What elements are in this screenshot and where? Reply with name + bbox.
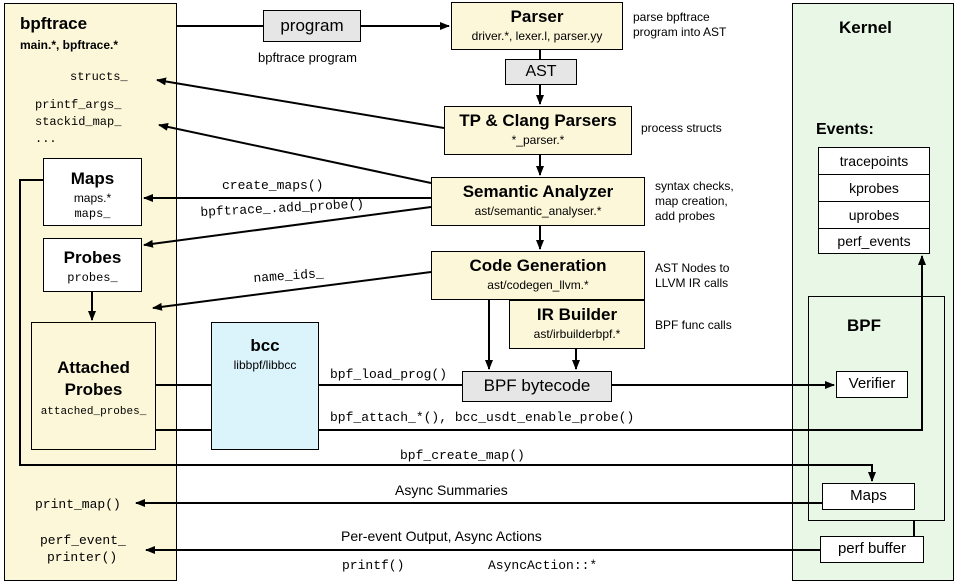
attached-title-line2: Probes	[64, 380, 123, 399]
bpftrace-panel	[4, 3, 177, 581]
semantic-box: Semantic Analyzer ast/semantic_analyser.…	[431, 177, 645, 226]
semantic-note-line2: map creation,	[655, 194, 728, 208]
codegen-files: ast/codegen_llvm.*	[487, 278, 589, 292]
perf-buffer-box: perf buffer	[820, 536, 924, 563]
perf-printer-line2: printer()	[47, 550, 118, 565]
perf-printer-line1: perf_event_	[40, 533, 126, 548]
event-uprobes: uprobes	[819, 202, 929, 229]
codegen-title: Code Generation	[469, 256, 607, 275]
bpf-load-prog-label: bpf_load_prog()	[330, 367, 448, 382]
event-tracepoints: tracepoints	[819, 148, 929, 175]
edge-maps-to-kernel-maps	[19, 179, 876, 482]
probes-box: Probes probes_	[43, 238, 142, 292]
per-event-label: Per-event Output, Async Actions	[341, 528, 542, 544]
print-map-func: print_map()	[35, 497, 121, 512]
stackid-map-member: stackid_map_	[35, 115, 122, 129]
tp-clang-files: *_parser.*	[511, 133, 565, 147]
event-perf-events: perf_events	[837, 233, 911, 249]
codegen-note-line2: LLVM IR calls	[655, 276, 729, 290]
bcc-files: libbpf/libbcc	[233, 358, 297, 372]
bcc-title: bcc	[250, 336, 280, 355]
attached-probes-box: Attached Probes attached_probes_	[31, 322, 156, 450]
kernel-title: Kernel	[839, 18, 892, 37]
bpf-attach-label: bpf_attach_*(), bcc_usdt_enable_probe()	[330, 410, 635, 425]
tp-clang-box: TP & Clang Parsers *_parser.*	[444, 106, 632, 155]
edge-bcc-to-events	[319, 255, 926, 431]
verifier-box: Verifier	[836, 371, 908, 398]
create-maps-label: create_maps()	[222, 178, 324, 193]
async-summaries-label: Async Summaries	[395, 482, 508, 498]
semantic-note-line1: syntax checks,	[655, 179, 734, 193]
attached-title-line1: Attached	[57, 358, 130, 377]
codegen-box: Code Generation ast/codegen_llvm.*	[431, 251, 645, 300]
parser-note-line1: parse bpftrace	[633, 10, 710, 24]
maps-title: Maps	[70, 169, 115, 188]
bpf-create-map-label: bpf_create_map()	[400, 448, 525, 463]
codegen-note-line1: AST Nodes to	[655, 261, 730, 275]
irbuilder-box: IR Builder ast/irbuilderbpf.*	[509, 300, 645, 349]
bcc-box: bcc libbpf/libbcc	[211, 322, 319, 450]
maps-box: Maps maps.* maps_	[43, 158, 142, 226]
bpftrace-subtitle: main.*, bpftrace.*	[20, 38, 119, 52]
irbuilder-files: ast/irbuilderbpf.*	[533, 327, 621, 341]
edge-semantic-to-probes	[143, 206, 432, 248]
async-action-label: AsyncAction::*	[488, 558, 598, 573]
structs-member: structs_	[70, 70, 128, 84]
edge-codegen-to-attached	[152, 271, 432, 311]
ast-box: AST	[505, 59, 577, 85]
maps-file: maps.*	[73, 191, 112, 205]
probes-title: Probes	[63, 248, 122, 267]
irbuilder-title: IR Builder	[536, 305, 618, 324]
ellipsis-member: ...	[35, 132, 57, 146]
printf-args-member: printf_args_	[35, 98, 122, 112]
events-label: Events:	[816, 121, 874, 138]
tp-clang-note: process structs	[641, 121, 722, 135]
irbuilder-note: BPF func calls	[655, 318, 732, 332]
events-list: tracepoints kprobes uprobes perf_events	[818, 147, 930, 254]
parser-title: Parser	[510, 7, 564, 26]
parser-box: Parser driver.*, lexer.l, parser.yy	[451, 2, 623, 50]
bytecode-box: BPF bytecode	[462, 371, 612, 402]
maps-member: maps_	[74, 207, 111, 221]
semantic-note-line3: add probes	[655, 209, 716, 223]
bpf-title: BPF	[847, 316, 881, 335]
parser-note-line2: program into AST	[633, 25, 727, 39]
probes-member: probes_	[67, 271, 118, 285]
semantic-files: ast/semantic_analyser.*	[474, 204, 602, 218]
program-caption: bpftrace program	[258, 50, 357, 65]
event-kprobes: kprobes	[819, 175, 929, 202]
kernel-maps-box: Maps	[822, 483, 915, 510]
bpftrace-title: bpftrace	[20, 14, 88, 33]
tp-clang-title: TP & Clang Parsers	[459, 111, 617, 130]
attached-member: attached_probes_	[40, 406, 147, 418]
edge-semantic-to-printf-args	[158, 122, 432, 184]
program-box: program	[263, 10, 361, 42]
edge-tp-to-structs	[156, 77, 445, 129]
semantic-title: Semantic Analyzer	[462, 182, 614, 201]
printf-label: printf()	[342, 558, 405, 573]
parser-files: driver.*, lexer.l, parser.yy	[471, 29, 603, 43]
